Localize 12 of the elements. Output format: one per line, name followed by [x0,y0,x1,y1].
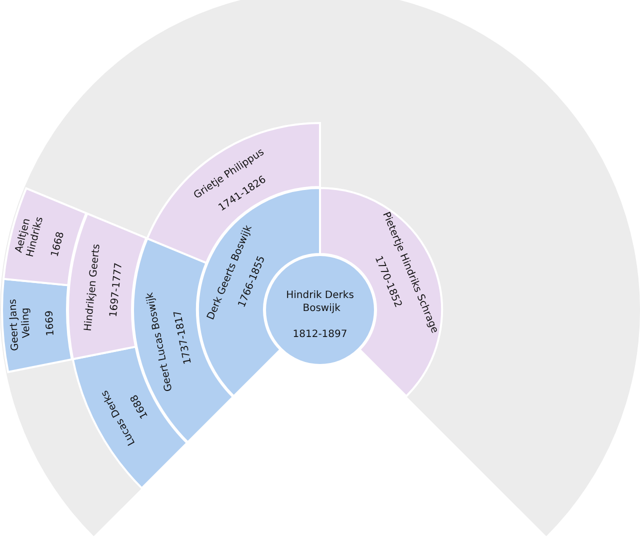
ancestor-segment [67,212,148,360]
life-dates: 1669 [44,310,56,336]
person-name: Hindrik Derks Boswijk [286,290,354,314]
life-dates: 1812-1897 [292,329,348,340]
root-person-circle [264,254,376,366]
person-name: Geert Jans Veling [8,298,33,352]
life-dates: 1668 [50,230,67,258]
person-name: Aeltjen Hindriks [14,216,46,258]
ancestor-segment [1,278,73,374]
life-dates: 1697-1777 [108,262,125,318]
life-dates: 1688 [128,392,150,420]
person-name: Hindrikjen Geerts [82,244,102,332]
